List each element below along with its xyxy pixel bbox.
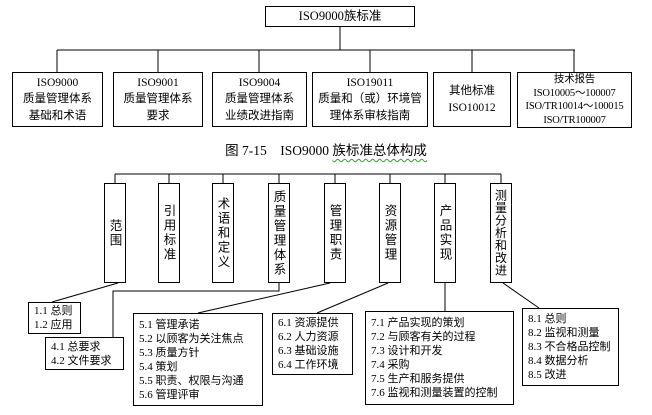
detail-box-clause4: 4.1 总要求 4.2 文件要求 — [45, 337, 124, 370]
clause-node-label: 术语和定义 — [215, 196, 230, 270]
standard-node-label: ISO9001 质量管理体系 要求 — [123, 76, 193, 122]
clause-node-label: 测量分析和改进 — [493, 189, 508, 277]
standard-node-iso19011: ISO19011 质量和（或）环境管 理体系审核指南 — [312, 72, 428, 127]
top-tree-connectors — [56, 27, 575, 72]
standard-node-label: ISO9000 质量管理体系 基础和术语 — [23, 76, 92, 122]
clause-node-label: 质量管理体系 — [271, 189, 286, 277]
detail-box-clause1: 1.1 总则 1.2 应用 — [28, 302, 81, 334]
standard-node-label: 技术报告 ISO10005～100007 ISO/TR10014～100015 … — [525, 74, 624, 126]
detail-items: 4.1 总要求 4.2 文件要求 — [51, 340, 112, 367]
figure-caption: 图 7-15 ISO9000 族标准总体构成 — [0, 139, 652, 159]
root-node-iso9000-family: ISO9000族标准 — [265, 6, 415, 27]
detail-box-clause5: 5.1 管理承诺 5.2 以顾客为关注焦点 5.3 质量方针 5.4 策划 5.… — [133, 313, 263, 406]
clause-node-product-realization: 产品实现 — [434, 183, 456, 283]
detail-box-clause7: 7.1 产品实现的策划 7.2 与顾客有关的过程 7.3 设计和开发 7.4 采… — [365, 311, 514, 405]
standard-node-label: 其他标准 ISO10012 — [448, 85, 496, 114]
clause-node-label: 产品实现 — [437, 204, 452, 262]
clause-node-quality-management-system: 质量管理体系 — [268, 183, 290, 283]
standard-node-technical-reports: 技术报告 ISO10005～100007 ISO/TR10014～100015 … — [517, 72, 632, 128]
standard-node-iso9000: ISO9000 质量管理体系 基础和术语 — [12, 72, 103, 127]
root-node-label: ISO9000族标准 — [298, 9, 382, 23]
detail-box-clause8: 8.1 总则 8.2 监视和测量 8.3 不合格品控制 8.4 数据分析 8.5… — [522, 308, 619, 386]
detail-items: 1.1 总则 1.2 应用 — [34, 305, 73, 331]
clause-node-scope: 范围 — [104, 183, 126, 283]
clause-node-measurement-analysis-improvement: 测量分析和改进 — [490, 183, 512, 283]
detail-items: 5.1 管理承诺 5.2 以顾客为关注焦点 5.3 质量方针 5.4 策划 5.… — [139, 318, 244, 401]
figure-caption-number: 图 7-15 ISO9000 — [225, 143, 333, 158]
clause-node-label: 资源管理 — [382, 204, 397, 262]
figure-caption-title: 族标准总体构成 — [332, 143, 427, 158]
clause-node-normative-reference: 引用标准 — [158, 183, 180, 283]
clause-node-label: 引用标准 — [161, 204, 176, 262]
detail-items: 8.1 总则 8.2 监视和测量 8.3 不合格品控制 8.4 数据分析 8.5… — [528, 313, 611, 381]
clause-node-management-responsibility: 管理职责 — [324, 183, 346, 283]
clause-node-label: 范围 — [107, 218, 122, 248]
detail-items: 6.1 资源提供 6.2 人力资源 6.3 基础设施 6.4 工作环境 — [278, 317, 339, 371]
bottom-tree-connectors — [51, 173, 540, 337]
standard-node-iso9001: ISO9001 质量管理体系 要求 — [113, 72, 203, 127]
standard-node-iso9004: ISO9004 质量管理体系 业绩改进指南 — [212, 72, 307, 127]
clause-node-resource-management: 资源管理 — [379, 183, 401, 283]
detail-box-clause6: 6.1 资源提供 6.2 人力资源 6.3 基础设施 6.4 工作环境 — [272, 313, 353, 375]
clause-node-label: 管理职责 — [327, 204, 342, 262]
standard-node-label: ISO19011 质量和（或）环境管 理体系审核指南 — [318, 76, 422, 122]
standard-node-label: ISO9004 质量管理体系 业绩改进指南 — [225, 76, 294, 122]
standard-node-other-standards: 其他标准 ISO10012 — [433, 72, 511, 127]
clause-node-terms-definitions: 术语和定义 — [212, 183, 234, 283]
detail-items: 7.1 产品实现的策划 7.2 与顾客有关的过程 7.3 设计和开发 7.4 采… — [371, 317, 498, 399]
